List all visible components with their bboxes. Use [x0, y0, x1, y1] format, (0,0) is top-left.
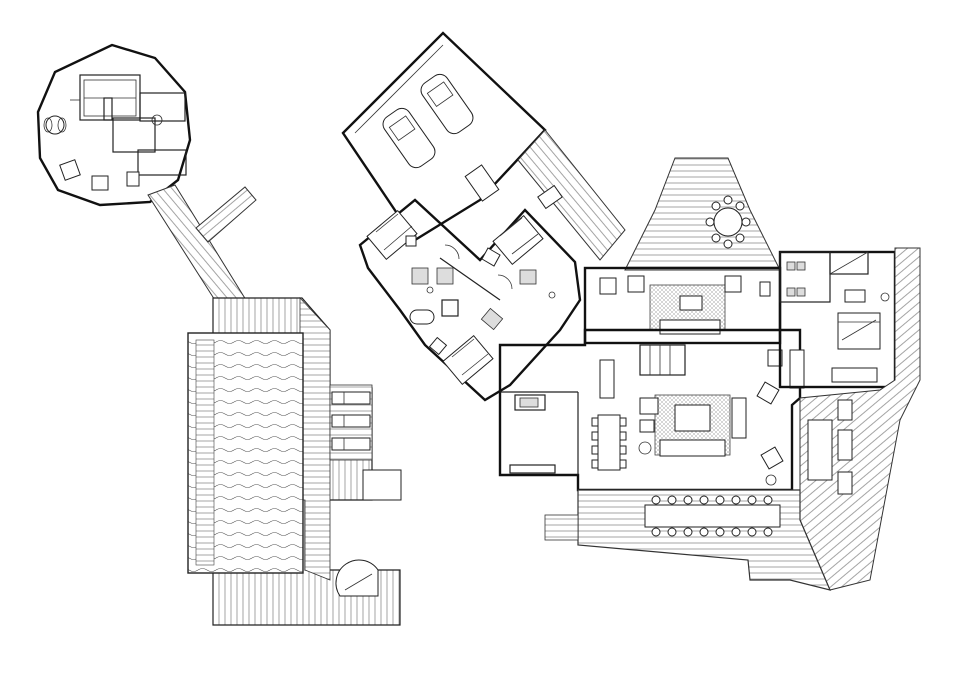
- sun-loungers: [331, 391, 371, 451]
- car-icon-2: [420, 73, 474, 135]
- bed-icon: [366, 209, 418, 261]
- dining-deck: [544, 489, 832, 591]
- round-guest-pavilion: [36, 43, 192, 207]
- round-daybed: [335, 559, 379, 597]
- sofa-icon-2: [659, 439, 726, 457]
- deck-chairs: [651, 495, 773, 537]
- sofa-icon-3: [731, 397, 747, 439]
- coffee-table: [674, 404, 711, 432]
- terrace-table: [362, 469, 402, 501]
- daybed-icon: [807, 419, 833, 481]
- long-dining-table: [644, 504, 781, 528]
- dining-table: [597, 414, 621, 471]
- sofa-icon-4: [831, 367, 878, 383]
- vanity-icon: [844, 289, 866, 303]
- kitchen-island: [599, 359, 615, 399]
- main-living-pavilion: [498, 157, 805, 492]
- bed-icon-3: [442, 334, 494, 386]
- dining-chairs: [591, 417, 627, 469]
- armchair-icon-2: [91, 175, 109, 191]
- boardwalk: [147, 184, 257, 306]
- octagonal-table: [705, 195, 751, 249]
- armchair-icon-4: [639, 397, 659, 415]
- armchair-icon-3: [599, 277, 617, 295]
- bedroom-wing: [358, 198, 582, 402]
- pool-terrace: [187, 296, 402, 626]
- bed-icon-2: [492, 214, 544, 266]
- bathtub-icon: [409, 309, 435, 325]
- garage: [341, 31, 626, 261]
- sofa-icon: [659, 319, 721, 335]
- master-suite: [778, 247, 921, 591]
- armchair-icon: [59, 159, 81, 181]
- grid-tile: [411, 267, 429, 285]
- toilet-icon: [151, 114, 163, 126]
- guest-bath: [112, 117, 156, 153]
- car-icon: [382, 107, 436, 169]
- bed-icon-4: [837, 312, 881, 350]
- round-table-icon: [45, 115, 65, 135]
